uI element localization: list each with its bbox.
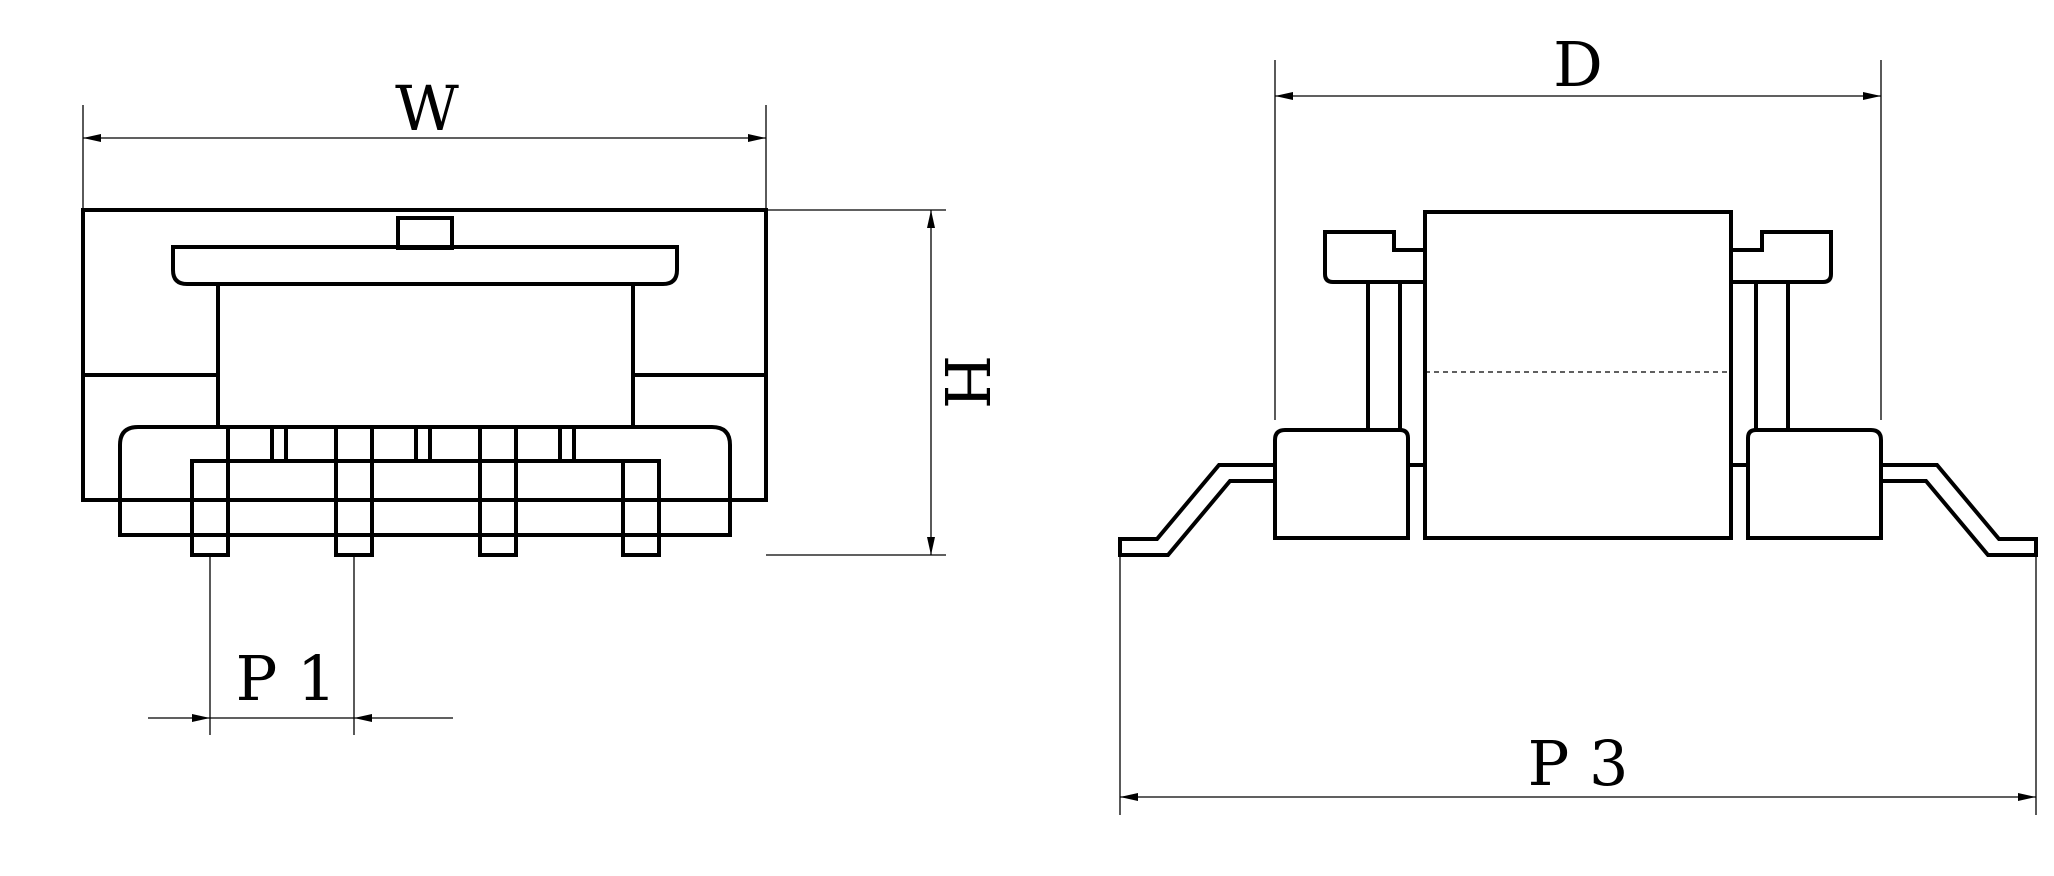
front-view: W H P 1 — [81, 72, 1003, 735]
side-core-block — [1423, 210, 1733, 540]
side-right-lead — [1881, 463, 2038, 557]
h-label: H — [930, 355, 1003, 409]
front-pin-3 — [478, 427, 518, 557]
side-right-upper-flange — [1731, 230, 1833, 284]
front-core — [216, 282, 635, 429]
front-rib-1 — [270, 425, 288, 463]
front-pin-4 — [621, 461, 661, 557]
p1-label: P 1 — [236, 642, 337, 715]
p3-label: P 3 — [1528, 727, 1629, 800]
side-left-upper-flange — [1323, 230, 1425, 284]
w-label: W — [395, 72, 459, 145]
front-rib-3 — [558, 425, 576, 463]
side-left-lead — [1118, 463, 1275, 557]
front-terminal-channel — [190, 459, 661, 535]
side-right-post — [1754, 282, 1790, 430]
front-top-knob — [396, 216, 454, 250]
front-top-flange — [171, 245, 679, 286]
side-view: D P 3 — [1118, 28, 2038, 815]
front-outer-body — [81, 208, 768, 502]
d-label: D — [1553, 28, 1603, 101]
front-base — [118, 425, 732, 537]
side-right-lower-block — [1731, 428, 1883, 540]
side-left-lower-block — [1273, 428, 1425, 540]
front-rib-2 — [414, 425, 432, 463]
side-left-post — [1366, 282, 1402, 430]
